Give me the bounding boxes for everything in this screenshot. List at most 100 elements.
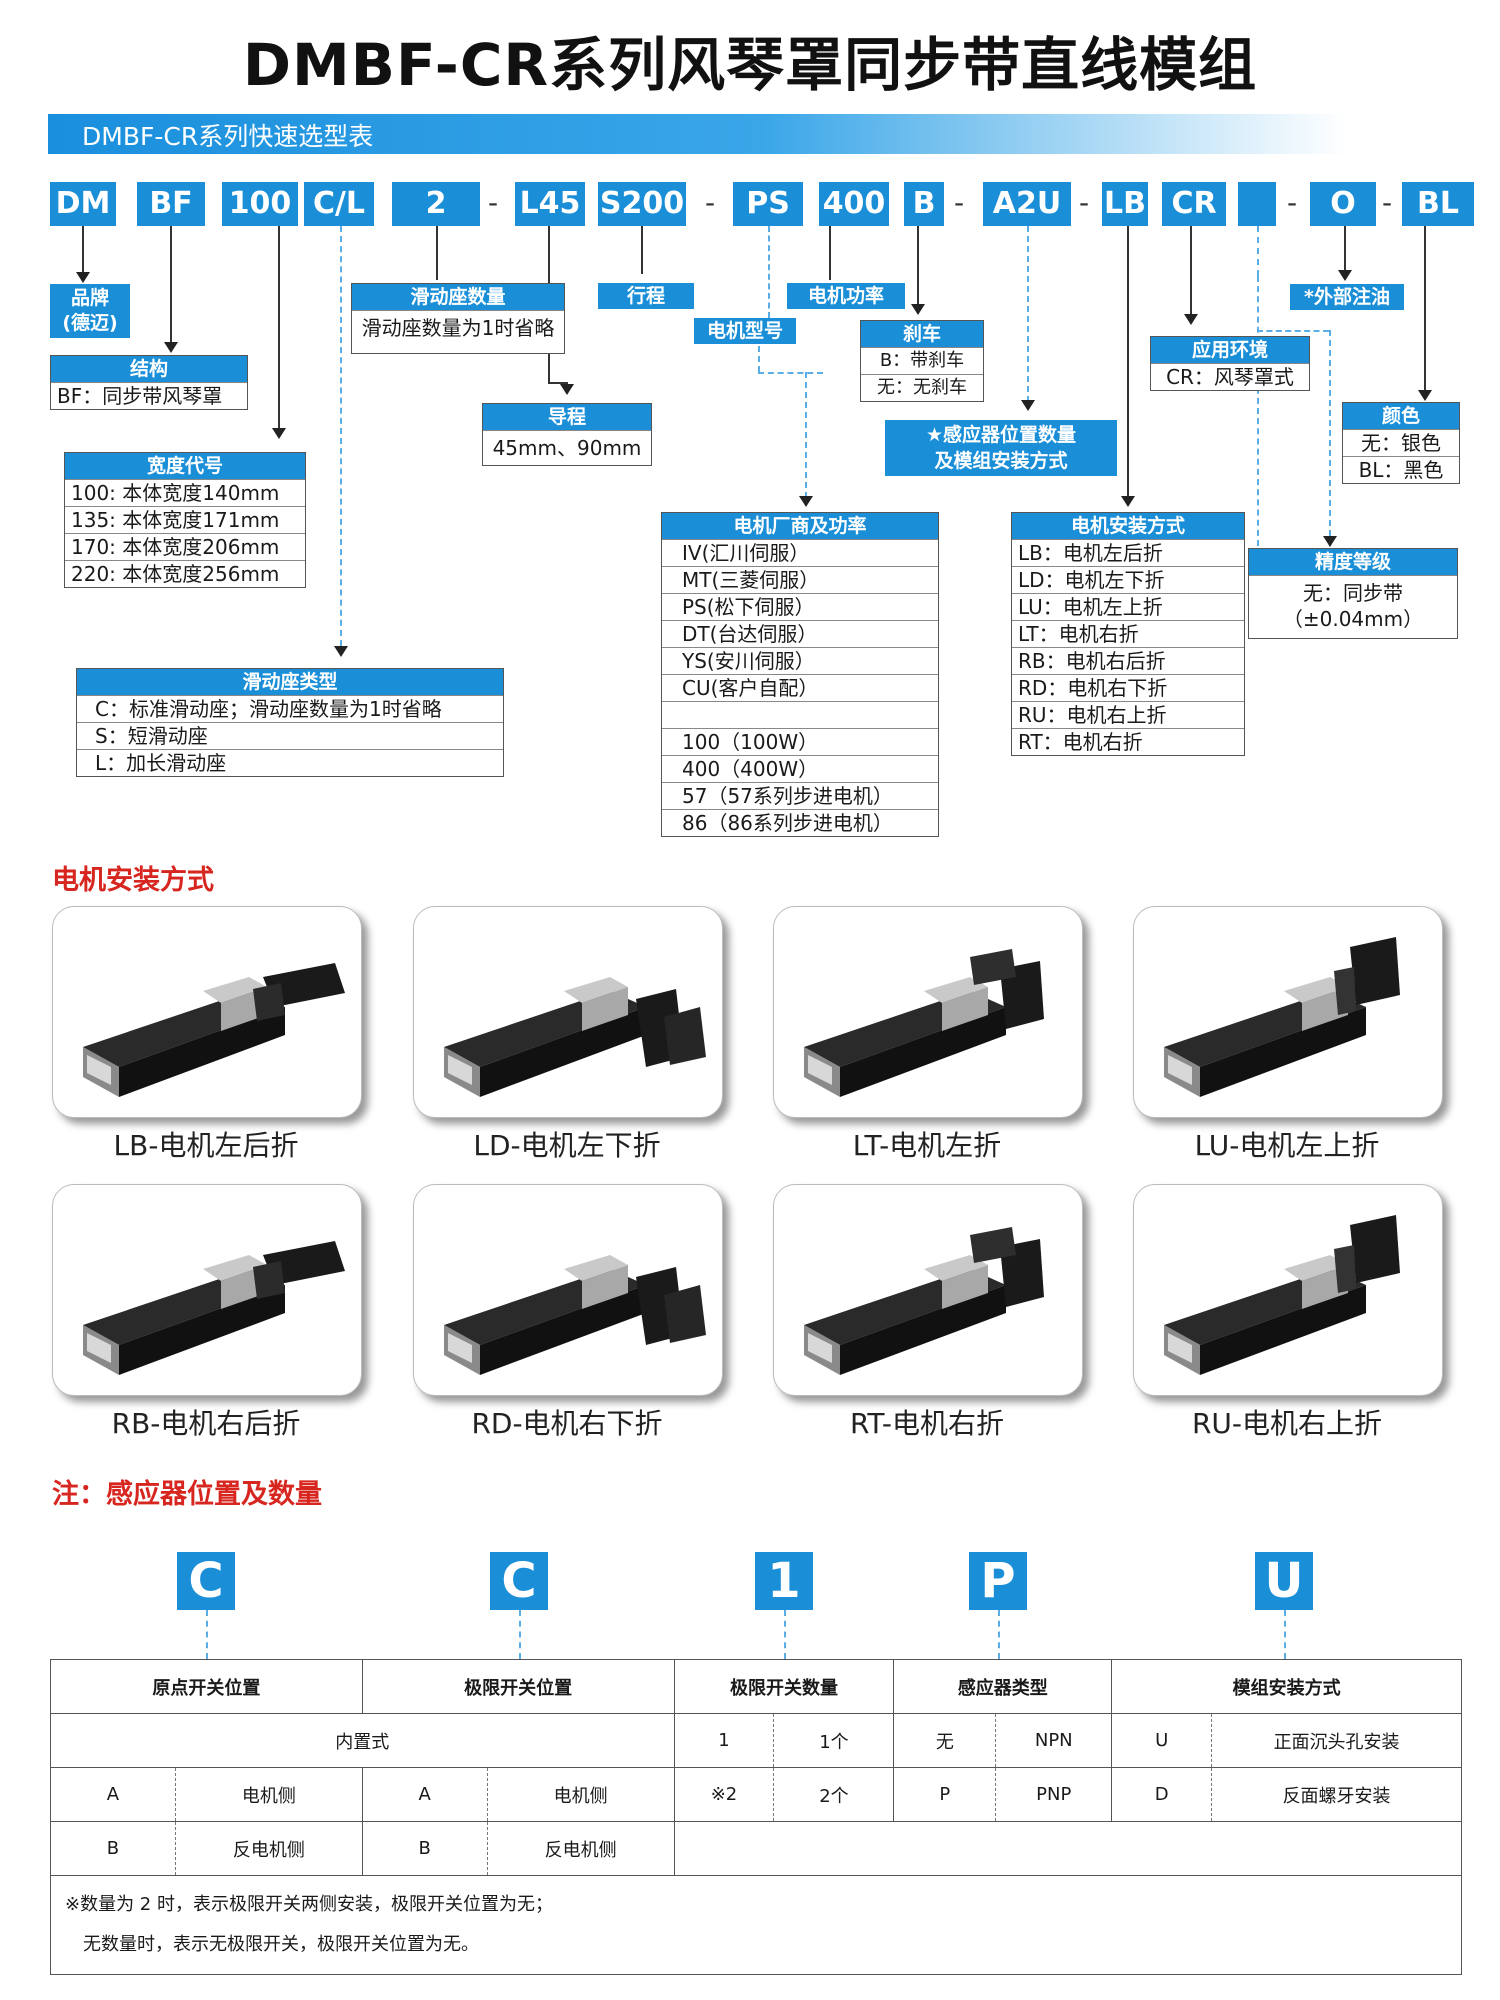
slider-type-row: C：标准滑动座；滑动座数量为1时省略 (77, 695, 503, 722)
label-brand: 品牌 (德迈) (50, 284, 130, 338)
motor-mount-caption: RT-电机右折 (849, 1407, 1005, 1440)
motor-mount-illustration (52, 906, 362, 1118)
motor-mount-illustration (1133, 906, 1443, 1118)
code-box-cr: CR (1162, 182, 1226, 226)
motor-mount-illustration (413, 906, 723, 1118)
motor-maker-row: 100（100W） (662, 728, 938, 755)
env-value: CR：风琴罩式 (1151, 363, 1309, 390)
cell: 1个 (773, 1713, 895, 1768)
motor-mount-illustration (1133, 1184, 1443, 1396)
env-header: 应用环境 (1151, 337, 1309, 363)
connector-line (805, 372, 807, 498)
slider-type-header: 滑动座类型 (77, 669, 503, 695)
cell: B (50, 1821, 176, 1876)
sensor-letter-1: 1 (755, 1552, 813, 1610)
brand-line2: (德迈) (62, 312, 118, 334)
motor-maker-row: 57（57系列步进电机） (662, 782, 938, 809)
motor-maker-row: PS(松下伺服） (662, 593, 938, 620)
sensor-label-line1: ★感应器位置数量 (925, 424, 1077, 446)
code-dash: - (1381, 186, 1393, 219)
box-slider-qty: 滑动座数量 滑动座数量为1时省略 (351, 283, 565, 354)
color-header: 颜色 (1343, 403, 1459, 429)
precision-line2: （±0.04mm） (1282, 607, 1424, 631)
table-note: ※数量为 2 时，表示极限开关两侧安装，极限开关位置为无； 无数量时，表示无极限… (50, 1875, 1462, 1975)
slider-qty-value: 滑动座数量为1时省略 (352, 310, 564, 353)
motor-mount-illustration (413, 1184, 723, 1396)
code-dash: - (953, 186, 965, 219)
motor-maker-header: 电机厂商及功率 (662, 513, 938, 539)
precision-line1: 无：同步带 (1303, 581, 1403, 605)
connector-line (1344, 226, 1346, 276)
motor-mount-caption: RU-电机右上折 (1191, 1407, 1383, 1440)
header-limit-position: 极限开关位置 (361, 1659, 675, 1714)
label-motor-model: 电机型号 (694, 318, 796, 344)
code-dash: - (1286, 186, 1298, 219)
cell: B (361, 1821, 488, 1876)
cell: P (893, 1767, 997, 1822)
code-box-b: B (904, 182, 944, 226)
arrow-down-icon (272, 428, 286, 439)
sensor-label-line2: 及模组安装方式 (934, 450, 1068, 472)
sensor-letter-c: C (177, 1552, 235, 1610)
arrow-down-icon (799, 496, 813, 507)
motor-maker-row: MT(三菱伺服） (662, 566, 938, 593)
connector-line (340, 226, 342, 646)
connector-line (82, 226, 84, 274)
box-motor-mount: 电机安装方式 LB：电机左后折 LD：电机左下折 LU：电机左上折 LT：电机右… (1011, 512, 1245, 756)
sensor-letter-c: C (490, 1552, 548, 1610)
code-box-l45: L45 (515, 182, 585, 226)
header-origin: 原点开关位置 (50, 1659, 363, 1714)
connector-line (1190, 226, 1192, 316)
motor-maker-row: 400（400W） (662, 755, 938, 782)
cell: D (1111, 1767, 1213, 1822)
motor-section-title: 电机安装方式 (52, 865, 214, 896)
cell: U (1111, 1713, 1213, 1768)
sensor-section-title: 注：感应器位置及数量 (52, 1479, 322, 1510)
mount-row: RU：电机右上折 (1012, 701, 1244, 728)
mount-row: RD：电机右下折 (1012, 674, 1244, 701)
arrow-down-icon (1184, 314, 1198, 325)
motor-mount-caption: LB-电机左后折 (113, 1129, 299, 1162)
connector-line (170, 226, 172, 344)
header-mount-method: 模组安装方式 (1111, 1659, 1462, 1714)
slider-type-row: L：加长滑动座 (77, 749, 503, 776)
connector-line (917, 226, 919, 306)
cell: A (361, 1767, 488, 1822)
note-line2: 无数量时，表示无极限开关，极限开关位置为无。 (83, 1934, 479, 1955)
box-width-code: 宽度代号 100: 本体宽度140mm 135: 本体宽度171mm 170: … (64, 452, 306, 588)
lead-value: 45mm、90mm (483, 430, 651, 465)
motor-maker-row: DT(台达伺服） (662, 620, 938, 647)
mount-row: LD：电机左下折 (1012, 566, 1244, 593)
code-box-lb: LB (1102, 182, 1148, 226)
cell: 反面螺牙安装 (1211, 1767, 1462, 1822)
box-slider-type: 滑动座类型 C：标准滑动座；滑动座数量为1时省略 S：短滑动座 L：加长滑动座 (76, 668, 504, 777)
connector-line (1257, 276, 1259, 546)
code-box-dm: DM (50, 182, 116, 226)
arrow-down-icon (164, 342, 178, 353)
page-title: DMBF-CR系列风琴罩同步带直线模组 (242, 31, 1258, 99)
header-sensor-type: 感应器类型 (893, 1659, 1113, 1714)
precision-value: 无：同步带 （±0.04mm） (1249, 575, 1457, 638)
code-dash: - (704, 186, 716, 219)
cell: PNP (995, 1767, 1113, 1822)
connector-line (784, 1610, 786, 1659)
lead-header: 导程 (483, 404, 651, 430)
box-environment: 应用环境 CR：风琴罩式 (1150, 336, 1310, 391)
connector-line (829, 226, 831, 280)
mount-header: 电机安装方式 (1012, 513, 1244, 539)
motor-maker-row: CU(客户自配） (662, 674, 938, 701)
connector-line (768, 226, 770, 318)
motor-maker-row: YS(安川伺服） (662, 647, 938, 674)
arrow-down-icon (1323, 536, 1337, 547)
box-precision: 精度等级 无：同步带 （±0.04mm） (1248, 548, 1458, 639)
arrow-down-icon (1418, 390, 1432, 401)
box-lead: 导程 45mm、90mm (482, 403, 652, 466)
label-stroke: 行程 (598, 283, 694, 309)
brake-row: 无：无刹车 (861, 374, 983, 401)
code-dash: - (487, 186, 499, 219)
mount-row: RT：电机右折 (1012, 728, 1244, 755)
arrow-down-icon (560, 384, 574, 395)
box-structure: 结构 BF：同步带风琴罩 (50, 355, 248, 410)
cell: A (50, 1767, 176, 1822)
arrow-down-icon (1021, 400, 1035, 411)
